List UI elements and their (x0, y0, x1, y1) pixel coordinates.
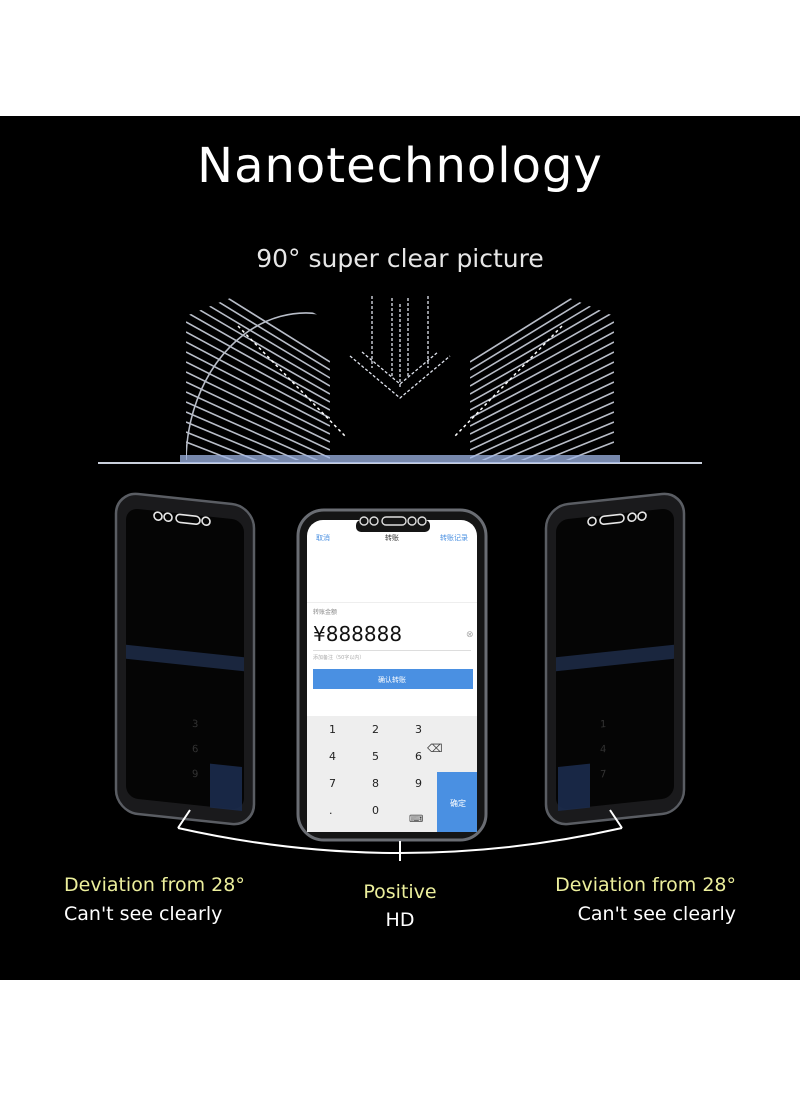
svg-text:9: 9 (192, 769, 198, 781)
svg-text:6: 6 (192, 744, 198, 756)
keypad-key: 4 (329, 750, 336, 763)
caption-center-line2: HD (385, 909, 415, 931)
confirm-transfer-button (313, 669, 473, 689)
fan-right-edge (454, 325, 563, 437)
product-banner: Nanotechnology 90° super clear picture (0, 116, 800, 980)
page-title: Nanotechnology (197, 138, 603, 194)
keypad-key: 0 (372, 804, 379, 817)
caption-right-line1: Deviation from 28° (555, 874, 736, 896)
phone-cancel-link: 取消 (316, 533, 330, 542)
screen-surface-line (98, 455, 702, 464)
phone-amount-label: 转账金额 (313, 608, 337, 616)
light-fan-right (470, 286, 614, 460)
phone-history-link: 转账记录 (440, 533, 468, 542)
keypad-confirm-key (437, 772, 477, 832)
phone-amount: ¥888888 (313, 622, 402, 646)
svg-text:3: 3 (192, 719, 198, 731)
phone-confirm-label: 确认转账 (378, 675, 406, 684)
caption-left-line1: Deviation from 28° (64, 874, 245, 896)
keypad-confirm-label: 确定 (450, 798, 466, 808)
down-arrows-icon (349, 296, 451, 399)
keypad-key: 8 (372, 777, 379, 790)
phone-note-placeholder: 添加备注（50字以内） (313, 654, 364, 661)
keypad-key: 3 (415, 723, 422, 736)
svg-text:⊗: ⊗ (466, 630, 474, 640)
phone-screen-title: 转账 (385, 533, 399, 542)
viewing-angle-arc (177, 809, 623, 861)
keypad-key: 5 (372, 750, 379, 763)
phone-left-privacy: 3 6 9 (114, 492, 256, 826)
light-fan-left (186, 286, 330, 460)
keypad-key: 1 (329, 723, 336, 736)
privacy-illustration: 3 6 9 1 4 7 (98, 286, 702, 861)
keypad-key: 7 (329, 777, 336, 790)
phone-right-privacy: 1 4 7 (544, 492, 686, 826)
caption-left-line2: Can't see clearly (64, 903, 223, 925)
keypad-key: 9 (415, 777, 422, 790)
keypad-key: 6 (415, 750, 422, 763)
svg-text:⌫: ⌫ (427, 742, 443, 755)
keypad-key: 2 (372, 723, 379, 736)
svg-text:4: 4 (600, 744, 606, 756)
svg-text:⌨: ⌨ (409, 814, 423, 825)
page-subtitle: 90° super clear picture (256, 244, 544, 273)
phone-center-clear: ⊗ ⌫ ⌨ (296, 508, 488, 842)
svg-text:7: 7 (600, 769, 606, 781)
keypad-keys: 1 2 3 4 5 6 7 8 9. 0 (329, 723, 422, 817)
fan-left-edge (237, 325, 346, 437)
svg-text:1: 1 (600, 719, 606, 731)
caption-right-line2: Can't see clearly (577, 903, 736, 925)
caption-center-line1: Positive (363, 881, 437, 903)
keypad-key: . (329, 804, 333, 817)
